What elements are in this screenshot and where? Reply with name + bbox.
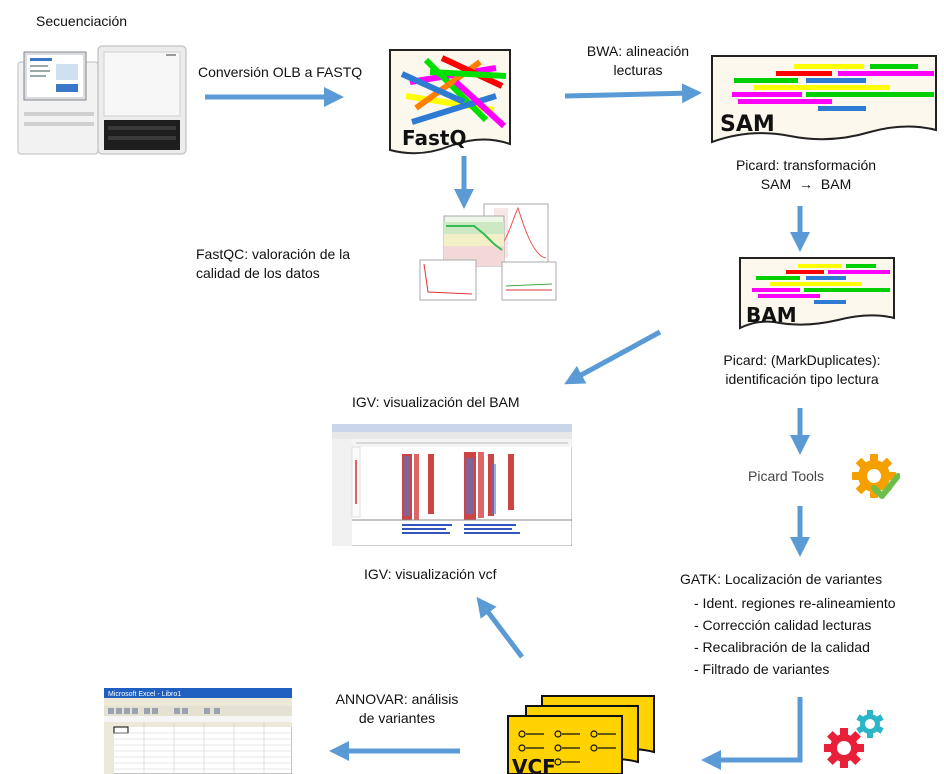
- label-annovar-line2: de variantes: [358, 710, 436, 726]
- label-igv-vcf: IGV: visualización vcf: [364, 566, 497, 582]
- label-olb-fastq: Conversión OLB a FASTQ: [198, 64, 363, 80]
- gatk-step: - Corrección calidad lecturas: [694, 617, 872, 633]
- label-fastqc-line2: calidad de los datos: [196, 265, 320, 281]
- arrow-bam-to-igv: [564, 329, 662, 385]
- fastq-label: FastQ: [402, 126, 466, 150]
- label-markduplicates-line1: Picard: (MarkDuplicates):: [723, 352, 881, 368]
- label-bwa: BWA: alineación lecturas: [568, 42, 708, 80]
- label-annovar: ANNOVAR: análisis de variantes: [322, 690, 472, 728]
- label-fastqc: FastQC: valoración de la calidad de los …: [196, 245, 350, 283]
- bam-label: BAM: [746, 303, 797, 327]
- label-fastqc-line1: FastQC: valoración de la: [196, 246, 351, 262]
- arrow-right-icon: →: [799, 176, 813, 192]
- fastqc-plots-image: [419, 203, 557, 301]
- fastq-document: FastQ: [389, 49, 511, 155]
- arrow-fastq-to-sam: [564, 83, 702, 104]
- gatk-gears-icon: [824, 710, 884, 768]
- vcf-documents: VCF: [507, 695, 655, 774]
- picard-tools-gear-icon: [852, 454, 900, 499]
- label-sequencing: Secuenciación: [36, 13, 128, 29]
- gatk-step: - Recalibración de la calidad: [694, 639, 870, 655]
- label-markduplicates-line2: identificación tipo lectura: [725, 371, 879, 387]
- gatk-step: - Filtrado de variantes: [694, 661, 830, 677]
- label-picard-transform-line1: Picard: transformación: [735, 157, 877, 173]
- igv-screenshot: [332, 424, 572, 546]
- gatk-step: - Ident. regiones re-alineamiento: [694, 595, 896, 611]
- label-igv-bam: IGV: visualización del BAM: [352, 394, 520, 410]
- excel-screenshot: Microsoft Excel - Libro1: [104, 688, 292, 774]
- sam-label: SAM: [720, 112, 775, 137]
- arrow-gatk-to-vcf: [701, 697, 803, 770]
- label-sam-text: SAM: [760, 176, 792, 192]
- label-picard-tools: Picard Tools: [748, 468, 825, 484]
- label-annovar-line1: ANNOVAR: análisis: [335, 691, 459, 707]
- bam-document: BAM: [739, 257, 895, 330]
- label-gatk: GATK: Localización de variantes: [680, 571, 883, 587]
- label-bam-text: BAM: [820, 176, 852, 192]
- label-markduplicates: Picard: (MarkDuplicates): identificación…: [695, 351, 909, 389]
- gatk-steps-list: - Ident. regiones re-alineamiento - Corr…: [694, 592, 896, 680]
- label-picard-transform: Picard: transformación SAM → BAM: [716, 156, 896, 194]
- label-bwa-line2: lecturas: [613, 62, 663, 78]
- label-bwa-line1: BWA: alineación: [586, 43, 690, 59]
- excel-title: Microsoft Excel - Libro1: [108, 691, 181, 698]
- arrow-vcf-to-igv: [476, 596, 524, 659]
- sam-document: SAM: [711, 55, 937, 144]
- vcf-label: VCF: [512, 755, 556, 774]
- sequencer-image: [17, 45, 187, 155]
- label-sam-to-bam: SAM → BAM: [716, 175, 896, 194]
